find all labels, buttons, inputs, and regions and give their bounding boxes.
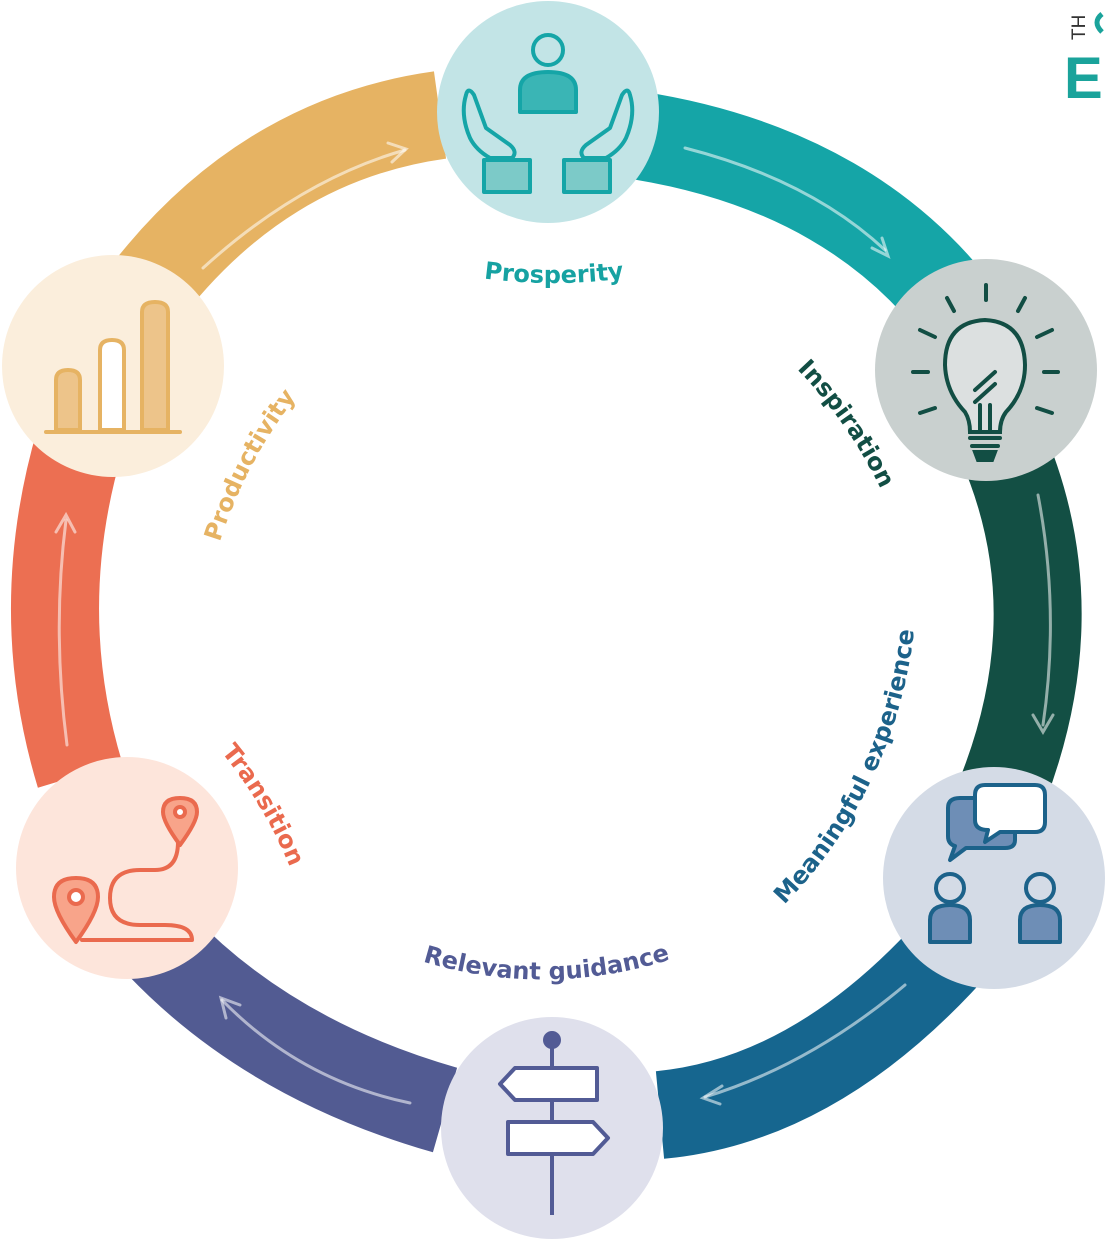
ring-segment-productivity-prosperity (104, 71, 447, 327)
bar-chart-icon (44, 300, 182, 434)
node-inspiration (875, 259, 1097, 481)
signpost-icon (498, 1031, 610, 1215)
svg-text:Prosperity: Prosperity (483, 257, 625, 289)
arrow-prosperity-inspiration (683, 146, 887, 252)
ring-segment-guidance-transition (128, 914, 458, 1153)
ring-segment-transition-productivity (11, 427, 123, 788)
ring-segment-inspiration-meaningful (949, 422, 1082, 839)
ring-segment-meaningful-guidance (655, 910, 994, 1159)
label-prosperity: Prosperity (483, 257, 625, 289)
logo-accent-shape (1094, 12, 1104, 34)
hands-holding-person-icon (461, 33, 635, 194)
arrow-productivity-prosperity (201, 148, 407, 270)
route-pins-icon (52, 796, 199, 944)
svg-text:Relevant guidance: Relevant guidance (421, 938, 672, 985)
arrow-inspiration-meaningful (1036, 493, 1052, 727)
lightbulb-icon (911, 283, 1060, 462)
label-relevant-guidance: Relevant guidance (421, 938, 672, 985)
arrow-transition-productivity (57, 518, 69, 747)
arrow-meaningful-guidance (703, 983, 907, 1099)
arrow-guidance-transition (220, 998, 412, 1105)
logo-letter: E (1064, 46, 1103, 111)
brand-logo: TH E (1064, 12, 1104, 111)
direction-arrows (54, 141, 1055, 1106)
logo-prefix: TH (1069, 15, 1090, 40)
node-transition (16, 757, 238, 979)
people-conversation-icon (928, 783, 1062, 944)
